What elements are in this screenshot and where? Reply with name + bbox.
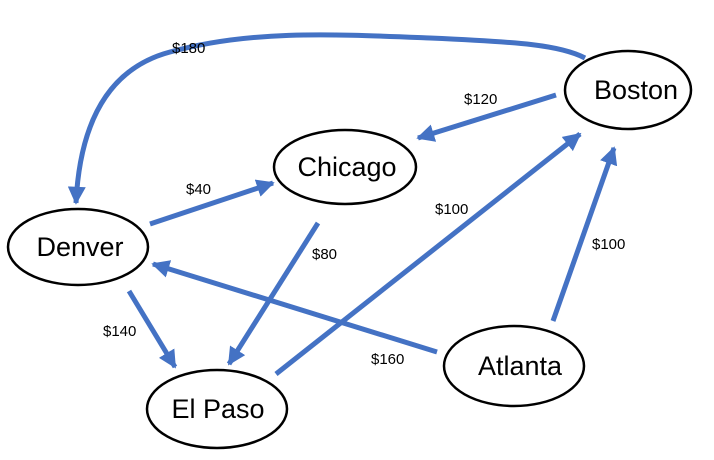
node-atlanta: Atlanta (442, 324, 586, 408)
node-label: Boston (594, 75, 678, 105)
edge-boston-denver (67, 32, 587, 205)
edge-cost-label: $140 (103, 323, 136, 340)
edge-chicago-elpaso (226, 221, 321, 366)
node-chicago: Chicago (272, 128, 418, 206)
node-label: Chicago (297, 152, 396, 182)
node-label: Atlanta (478, 351, 563, 381)
edge-atlanta-denver (151, 260, 438, 355)
edge-cost-label: $80 (312, 246, 337, 263)
edge-boston-chicago (416, 92, 557, 142)
node-denver: Denver (6, 207, 150, 287)
node-el-paso: El Paso (145, 368, 289, 450)
edge-atlanta-boston (550, 146, 618, 322)
edge-cost-label: $120 (464, 91, 497, 108)
edge-cost-label: $160 (371, 351, 404, 368)
node-label: El Paso (171, 394, 264, 424)
node-boston: Boston (563, 49, 693, 131)
edge-cost-label: $100 (592, 236, 625, 253)
edge-elpaso-boston (274, 132, 582, 376)
edge-cost-label: $100 (435, 201, 468, 218)
edge-denver-chicago (149, 179, 275, 227)
node-label: Denver (36, 232, 123, 262)
edge-cost-label: $40 (186, 181, 211, 198)
edge-cost-label: $180 (172, 40, 205, 57)
edge-denver-elpaso (126, 289, 178, 369)
